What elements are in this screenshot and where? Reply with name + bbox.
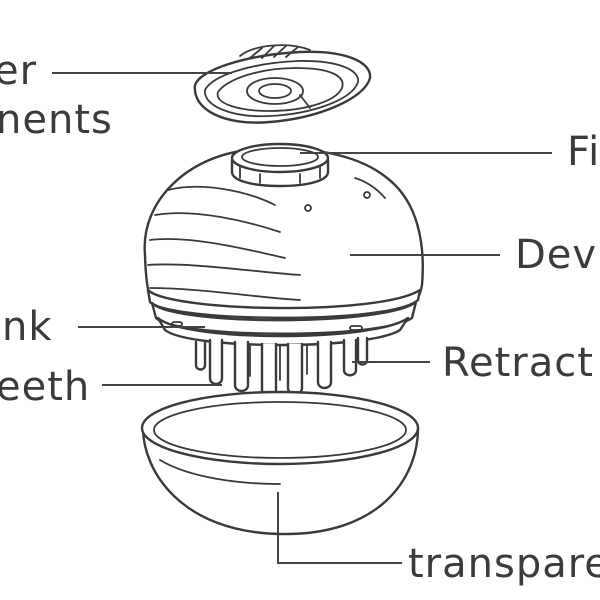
transparent-cover xyxy=(140,390,420,536)
device-body xyxy=(143,147,424,347)
label-teeth: eeth xyxy=(0,364,90,410)
retractable-teeth xyxy=(194,336,369,398)
label-fill: Fi xyxy=(567,129,600,175)
labels: er nents Fi Dev nk eeth Retract transpar… xyxy=(0,48,600,587)
label-retractable: Retract xyxy=(442,340,594,386)
fill-cap xyxy=(230,142,330,188)
label-ink: nk xyxy=(2,304,53,350)
label-filter-elements-line1: er xyxy=(0,48,37,94)
filter-element-disc xyxy=(193,44,372,124)
label-filter-elements-line2: nents xyxy=(0,97,113,143)
label-transparent: transpare xyxy=(408,541,600,587)
leader-lines xyxy=(52,72,552,564)
label-device: Dev xyxy=(515,232,597,278)
